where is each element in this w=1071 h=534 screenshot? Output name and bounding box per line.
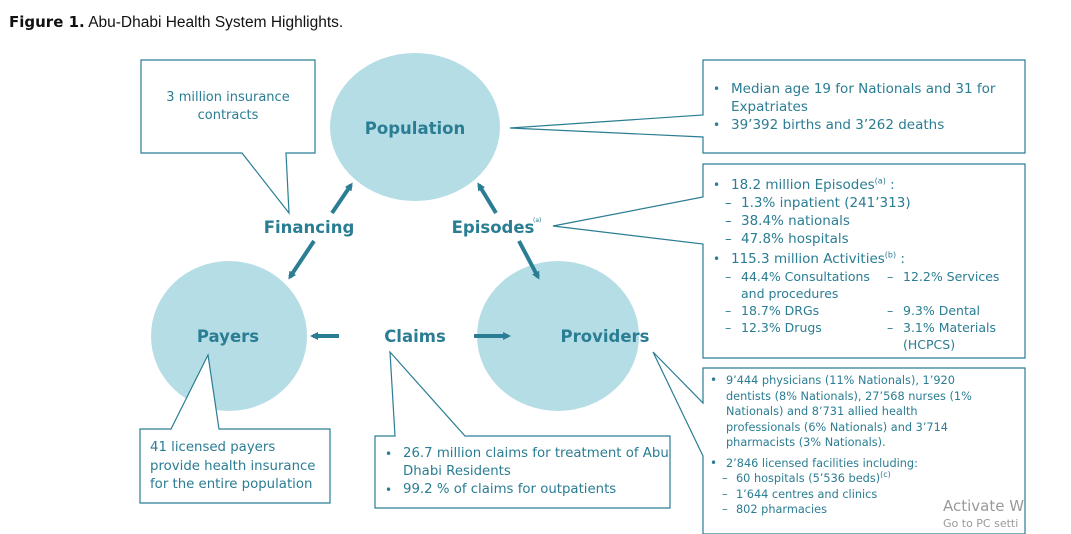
claims-fact: 99.2 % of claims for outpatients [385, 481, 670, 499]
episodes-callout: 18.2 million Episodes(a) : 1.3% inpatien… [713, 176, 1023, 353]
population-fact: 39’392 births and 3’262 deaths [713, 116, 1023, 134]
episodes-to-providers-arrow [517, 240, 540, 280]
episodes-headline-text: 18.2 million Episodes [731, 177, 875, 193]
episodes-item: 47.8% hospitals [713, 230, 1023, 248]
figure-label: Figure 1. [9, 13, 85, 31]
episodes-item: 38.4% nationals [713, 212, 1023, 230]
activity-item: 44.4% Consultations and procedures [725, 268, 887, 302]
financing-to-payers-arrow [288, 239, 316, 280]
episodes-footnote-marker: (a) [533, 217, 541, 224]
episodes-item: 1.3% inpatient (241’313) [713, 194, 1023, 212]
payers-callout-outline [139, 353, 331, 504]
watermark-line-1: Activate W [943, 497, 1025, 515]
claims-fact: 26.7 million claims for treatment of Abu… [385, 445, 670, 481]
population-label: Population [365, 119, 465, 138]
episodes-headline-note: (a) [874, 176, 886, 186]
activation-watermark: Activate W Go to PC setti [943, 497, 1024, 533]
activities-headline: 115.3 million Activities(b) : [713, 250, 1023, 268]
payers-callout: 41 licensed payers provide health insura… [150, 439, 328, 495]
payers-label: Payers [197, 327, 259, 346]
payers-circle [151, 261, 307, 411]
figure-title: Abu-Dhabi Health System Highlights. [88, 14, 344, 31]
episodes-headline: 18.2 million Episodes(a) : [713, 176, 1023, 194]
activity-item: 3.1% Materials (HCPCS) [887, 319, 1017, 353]
watermark-line-2: Go to PC setti [943, 517, 1019, 530]
activity-item: 12.3% Drugs [725, 319, 887, 353]
providers-facility-hospitals: 60 hospitals (5’536 beds) [736, 472, 881, 485]
providers-facility: 802 pharmacies [710, 502, 980, 518]
episodes-label: Episodes [452, 218, 535, 237]
claims-callout: 26.7 million claims for treatment of Abu… [385, 445, 670, 499]
hospitals-footnote: (c) [880, 470, 891, 480]
population-callout: Median age 19 for Nationals and 31 for E… [713, 80, 1023, 134]
activity-item: 18.7% DRGs [725, 302, 887, 319]
providers-callout: 9’444 physicians (11% Nationals), 1’920 … [710, 373, 980, 518]
claims-label: Claims [384, 327, 446, 346]
population-fact: Median age 19 for Nationals and 31 for E… [713, 80, 1023, 116]
activity-item: 9.3% Dental [887, 302, 1017, 319]
payers-callout-text: 41 licensed payers provide health insura… [150, 440, 316, 492]
providers-label: Providers [561, 327, 650, 346]
activities-headline-text: 115.3 million Activities [731, 251, 885, 267]
activities-headline-note: (b) [884, 250, 897, 260]
financing-callout: 3 million insurance contracts [145, 89, 311, 125]
financing-label: Financing [264, 218, 355, 237]
financing-callout-text: 3 million insurance contracts [166, 90, 290, 123]
providers-facility: 60 hospitals (5’536 beds)(c) [710, 471, 980, 487]
activities-grid: 44.4% Consultations and procedures 12.2%… [713, 268, 1023, 353]
providers-facility: 1’644 centres and clinics [710, 487, 980, 503]
financing-to-population-arrow [330, 182, 353, 215]
population-circle [330, 53, 500, 201]
providers-workforce: 9’444 physicians (11% Nationals), 1’920 … [710, 373, 980, 451]
providers-circle [477, 261, 639, 411]
figure-caption: Figure 1. Abu-Dhabi Health System Highli… [9, 13, 343, 32]
providers-facilities-headline: 2’846 licensed facilities including: [710, 456, 980, 472]
financing-callout-outline [140, 59, 316, 215]
episodes-to-population-arrow [477, 182, 498, 215]
activity-item: 12.2% Services [887, 268, 1017, 302]
